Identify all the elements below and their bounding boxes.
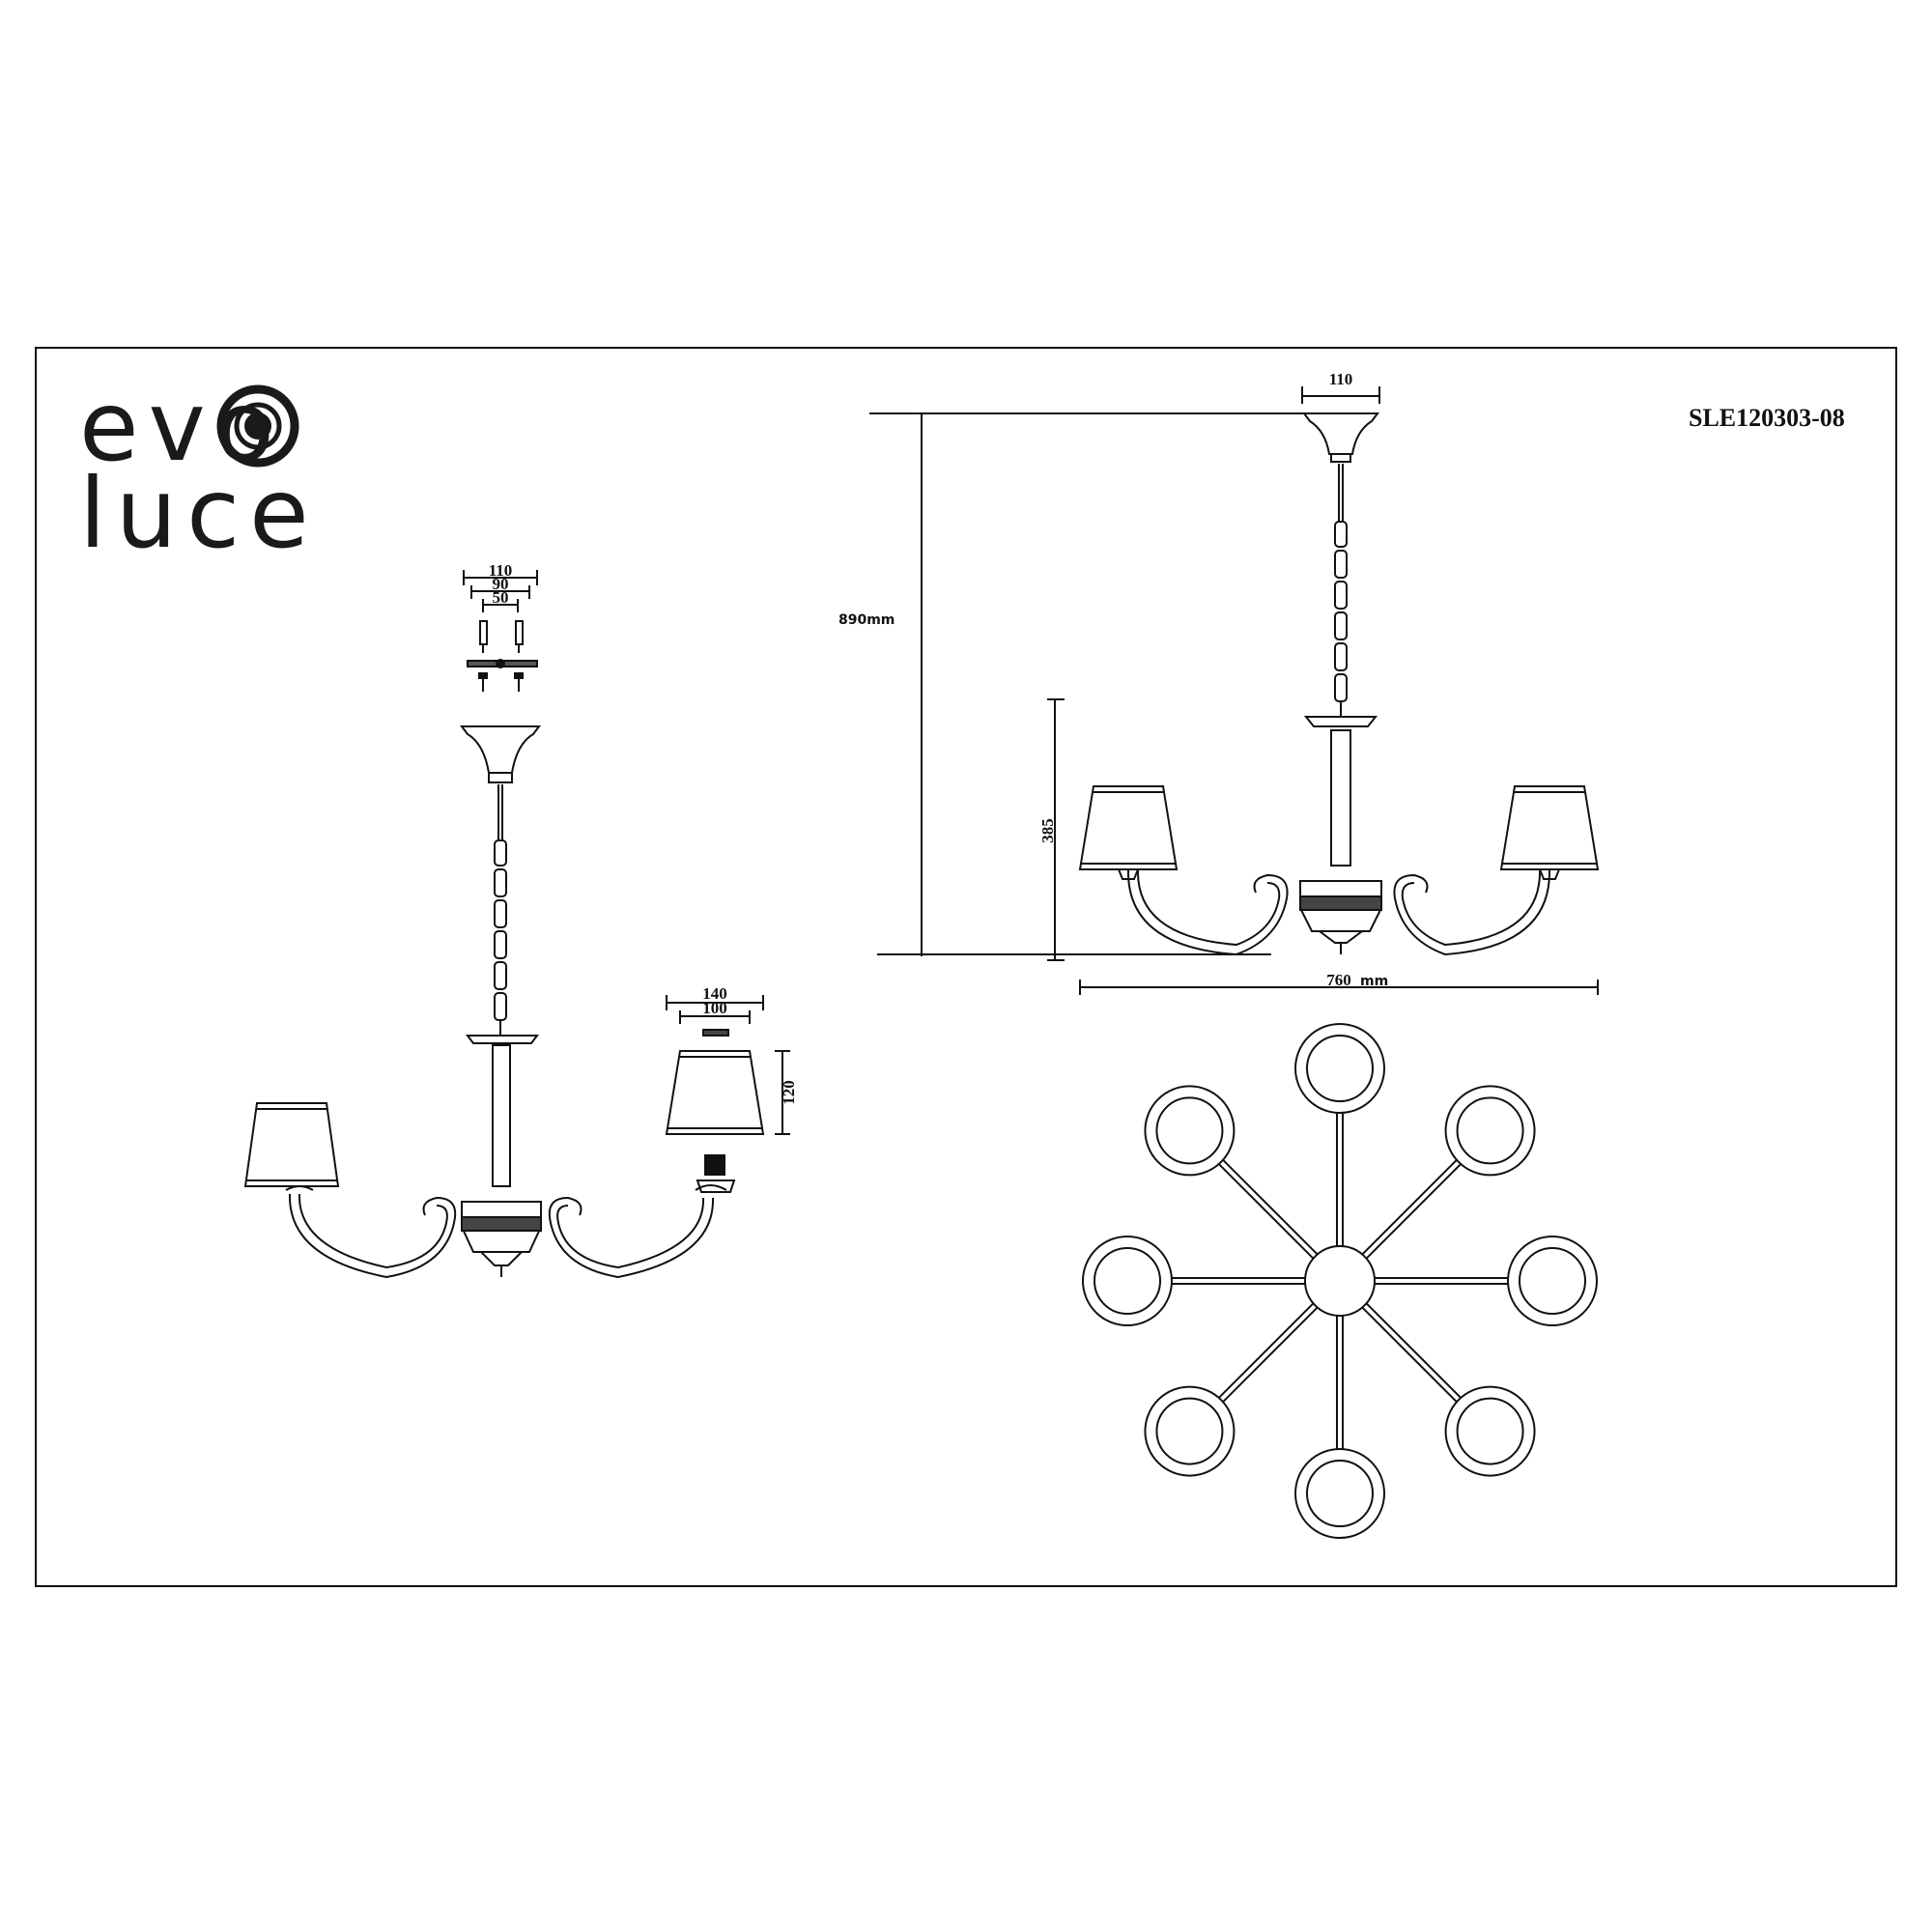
top-shade-outer-6 bbox=[1144, 1385, 1236, 1477]
top-shade-outer-7 bbox=[1082, 1236, 1173, 1326]
dim-385: 385 bbox=[1038, 818, 1057, 843]
top-shade-outer-2 bbox=[1444, 1085, 1536, 1177]
top-arm-edge-2 bbox=[1361, 1159, 1458, 1256]
top-arm-edge-4 bbox=[1365, 1302, 1462, 1399]
arms-front bbox=[1126, 868, 1551, 956]
top-view bbox=[1082, 1023, 1598, 1539]
shade-left-view-1 bbox=[243, 1102, 340, 1187]
shade-dimensions: 140 100 120 bbox=[666, 984, 798, 1135]
front-view: 890mm 385 110 bbox=[838, 370, 1600, 995]
top-shade-inner-5 bbox=[1306, 1460, 1374, 1527]
dim-canopy-110: 110 bbox=[1329, 370, 1353, 388]
shade-dim-120: 120 bbox=[780, 1080, 798, 1105]
top-arm-edge-8 bbox=[1218, 1163, 1315, 1260]
brand-text-luce: luce bbox=[79, 457, 319, 570]
mount-dimensions: 110 90 50 bbox=[463, 561, 538, 612]
top-arm-6 bbox=[1218, 1302, 1315, 1399]
top-shade-inner-6 bbox=[1155, 1397, 1224, 1465]
chandelier-body-front bbox=[1299, 716, 1382, 954]
top-arm-4 bbox=[1361, 1306, 1458, 1403]
canopy-cap-left bbox=[488, 772, 513, 783]
mounting-screws bbox=[467, 620, 538, 692]
top-shade-outer-5 bbox=[1294, 1448, 1385, 1539]
dim-760-unit: mm bbox=[1360, 974, 1388, 989]
left-view: 110 90 50 bbox=[243, 561, 798, 1279]
chain-front bbox=[1334, 464, 1348, 717]
shade-front-left bbox=[1078, 785, 1179, 880]
top-shade-inner-8 bbox=[1155, 1096, 1224, 1165]
shade-dim-100: 100 bbox=[702, 999, 727, 1017]
arms-left bbox=[285, 1184, 727, 1279]
top-hub bbox=[1304, 1245, 1376, 1317]
model-code: SLE120303-08 bbox=[1689, 404, 1845, 432]
mount-dim-90: 90 bbox=[493, 575, 509, 593]
top-shade-inner-1 bbox=[1306, 1035, 1374, 1102]
chandelier-body-left bbox=[461, 1035, 542, 1277]
shade-front-right bbox=[1499, 785, 1600, 880]
top-arm-8 bbox=[1222, 1159, 1319, 1256]
brand-logo-ring-icon bbox=[216, 384, 299, 468]
top-shade-inner-4 bbox=[1456, 1397, 1524, 1465]
top-shade-inner-3 bbox=[1519, 1247, 1586, 1315]
top-shade-outer-3 bbox=[1507, 1236, 1598, 1326]
brand-logo-luce: luce bbox=[79, 466, 319, 562]
top-shade-inner-2 bbox=[1456, 1096, 1524, 1165]
drawing-frame bbox=[35, 347, 1897, 1587]
top-shade-inner-7 bbox=[1094, 1247, 1161, 1315]
top-arm-2 bbox=[1365, 1163, 1462, 1260]
shade-exploded bbox=[665, 1029, 765, 1193]
canopy-left bbox=[460, 725, 541, 774]
top-arm-edge-6 bbox=[1222, 1306, 1319, 1403]
mount-dim-50: 50 bbox=[493, 588, 509, 607]
canopy-cap-front bbox=[1330, 453, 1351, 463]
canopy-front bbox=[1302, 412, 1379, 455]
dim-760: 760 bbox=[1326, 971, 1351, 989]
shade-dim-140: 140 bbox=[702, 984, 727, 1003]
chain-left bbox=[494, 784, 507, 1036]
top-shade-outer-1 bbox=[1294, 1023, 1385, 1114]
top-shade-outer-8 bbox=[1144, 1085, 1236, 1177]
top-shade-outer-4 bbox=[1444, 1385, 1536, 1477]
dim-890mm: 890mm bbox=[838, 612, 895, 628]
mount-dim-110: 110 bbox=[489, 561, 513, 580]
